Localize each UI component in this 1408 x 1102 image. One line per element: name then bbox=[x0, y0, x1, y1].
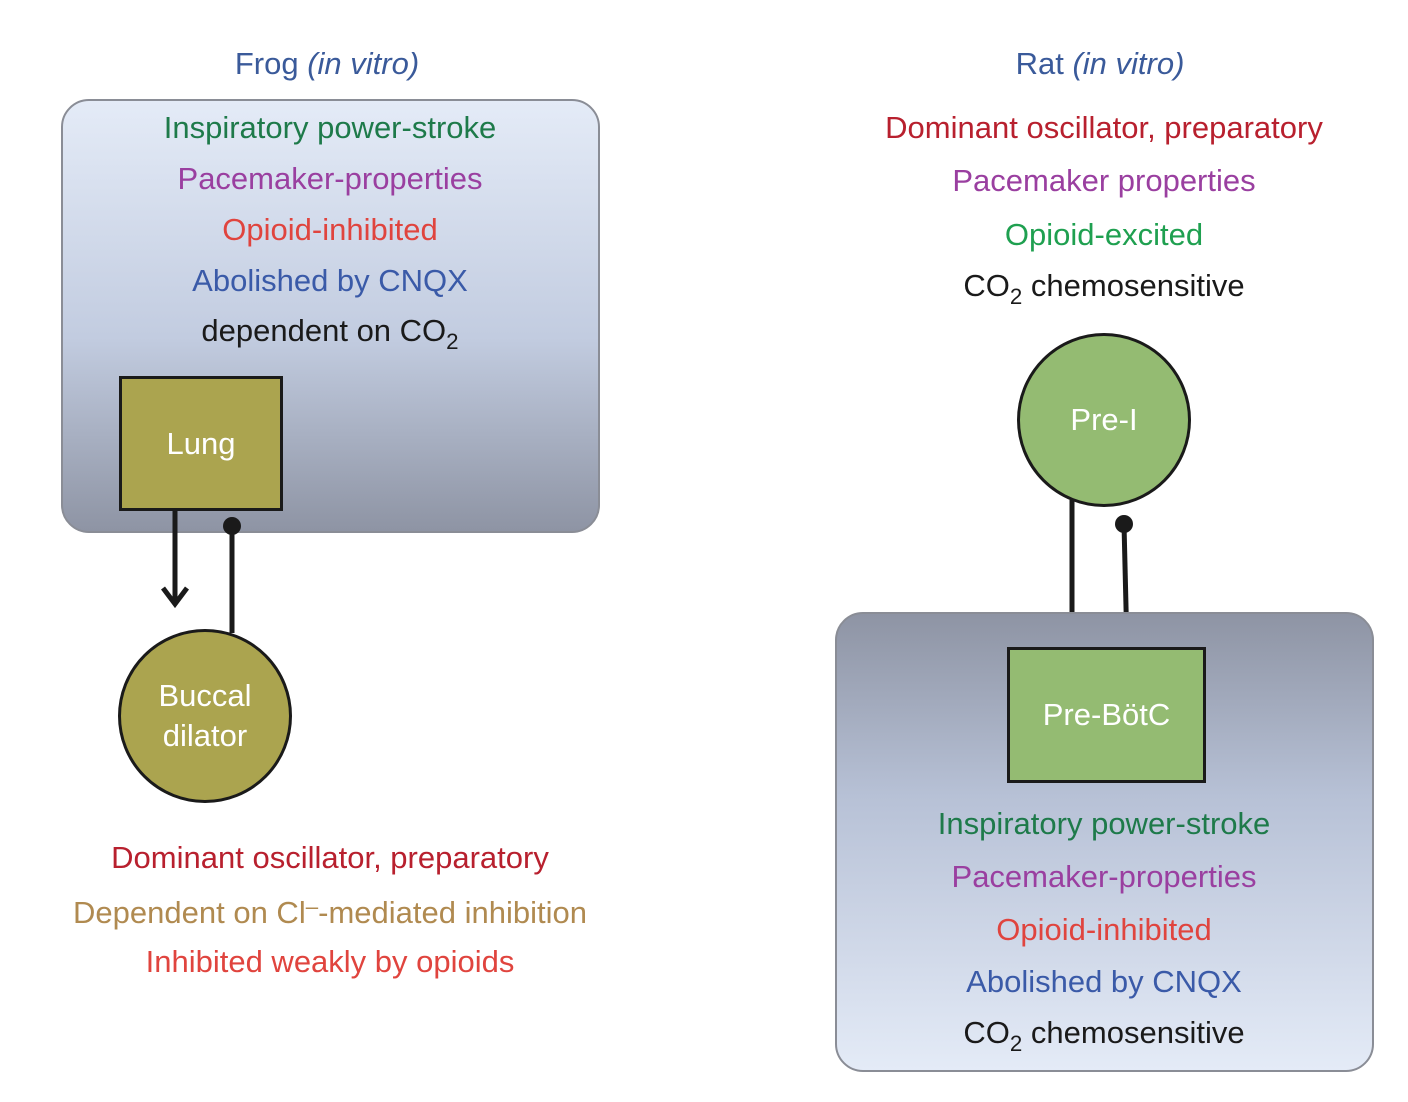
buccal-line-chloride: Dependent on Cl–-mediated inhibition bbox=[73, 894, 587, 930]
frog-title: Frog (in vitro) bbox=[235, 48, 419, 79]
buccal-line-opioids: Inhibited weakly by opioids bbox=[145, 944, 515, 979]
prei-line-co2: CO2 chemosensitive bbox=[963, 268, 1245, 307]
frog-line-co2: dependent on CO2 bbox=[201, 313, 458, 352]
frog-co2-prefix: dependent on CO bbox=[201, 313, 447, 348]
rat-line-co2: CO2 chemosensitive bbox=[963, 1015, 1245, 1054]
frog-co2-sub: 2 bbox=[446, 328, 459, 354]
buccal-label-line2: dilator bbox=[162, 718, 248, 753]
prei-co2-suffix: chemosensitive bbox=[1022, 268, 1245, 303]
chloride-prefix: Dependent on Cl bbox=[73, 895, 306, 930]
buccal-dilator-node: Buccal dilator bbox=[118, 629, 292, 803]
frog-title-qualifier: (in vitro) bbox=[307, 46, 420, 81]
buccal-line-dominant: Dominant oscillator, preparatory bbox=[111, 840, 549, 875]
lung-node: Lung bbox=[119, 376, 283, 511]
buccal-label-line1: Buccal bbox=[158, 678, 252, 713]
frog-line-power-stroke: Inspiratory power-stroke bbox=[163, 110, 497, 145]
frog-title-species: Frog bbox=[234, 46, 299, 81]
pre-botc-label: Pre-BötC bbox=[1042, 697, 1171, 732]
frog-inhibitory-dot-icon bbox=[223, 517, 241, 535]
prei-line-pacemaker: Pacemaker properties bbox=[952, 163, 1256, 198]
rat-title-species: Rat bbox=[1015, 46, 1064, 81]
lung-label: Lung bbox=[166, 425, 236, 461]
rat-co2-suffix: chemosensitive bbox=[1022, 1015, 1245, 1050]
rat-line-cnqx: Abolished by CNQX bbox=[966, 964, 1242, 999]
frog-line-pacemaker: Pacemaker-properties bbox=[177, 161, 483, 196]
rat-line-pacemaker: Pacemaker-properties bbox=[951, 859, 1257, 894]
pre-i-node: Pre-I bbox=[1017, 333, 1191, 507]
prei-co2-prefix: CO bbox=[963, 268, 1010, 303]
rat-line-opioid: Opioid-inhibited bbox=[996, 912, 1212, 947]
frog-line-cnqx: Abolished by CNQX bbox=[192, 263, 468, 298]
prei-line-opioid-excited: Opioid-excited bbox=[1004, 217, 1204, 252]
rat-title: Rat (in vitro) bbox=[1016, 48, 1185, 79]
frog-arrowhead-icon bbox=[161, 586, 189, 609]
pre-botc-node: Pre-BötC bbox=[1007, 647, 1206, 783]
rat-co2-sub: 2 bbox=[1009, 1030, 1023, 1056]
rat-title-qualifier: (in vitro) bbox=[1072, 46, 1185, 81]
chloride-suffix: -mediated inhibition bbox=[318, 895, 587, 930]
rat-line-power-stroke: Inspiratory power-stroke bbox=[937, 806, 1271, 841]
rat-inhibitory-dot-icon bbox=[1115, 515, 1133, 533]
pre-i-label: Pre-I bbox=[1070, 402, 1138, 437]
frog-line-opioid: Opioid-inhibited bbox=[222, 212, 438, 247]
prei-line-dominant: Dominant oscillator, preparatory bbox=[885, 110, 1323, 145]
chloride-sup: – bbox=[305, 894, 319, 920]
prei-co2-sub: 2 bbox=[1009, 283, 1023, 309]
rat-co2-prefix: CO bbox=[963, 1015, 1010, 1050]
